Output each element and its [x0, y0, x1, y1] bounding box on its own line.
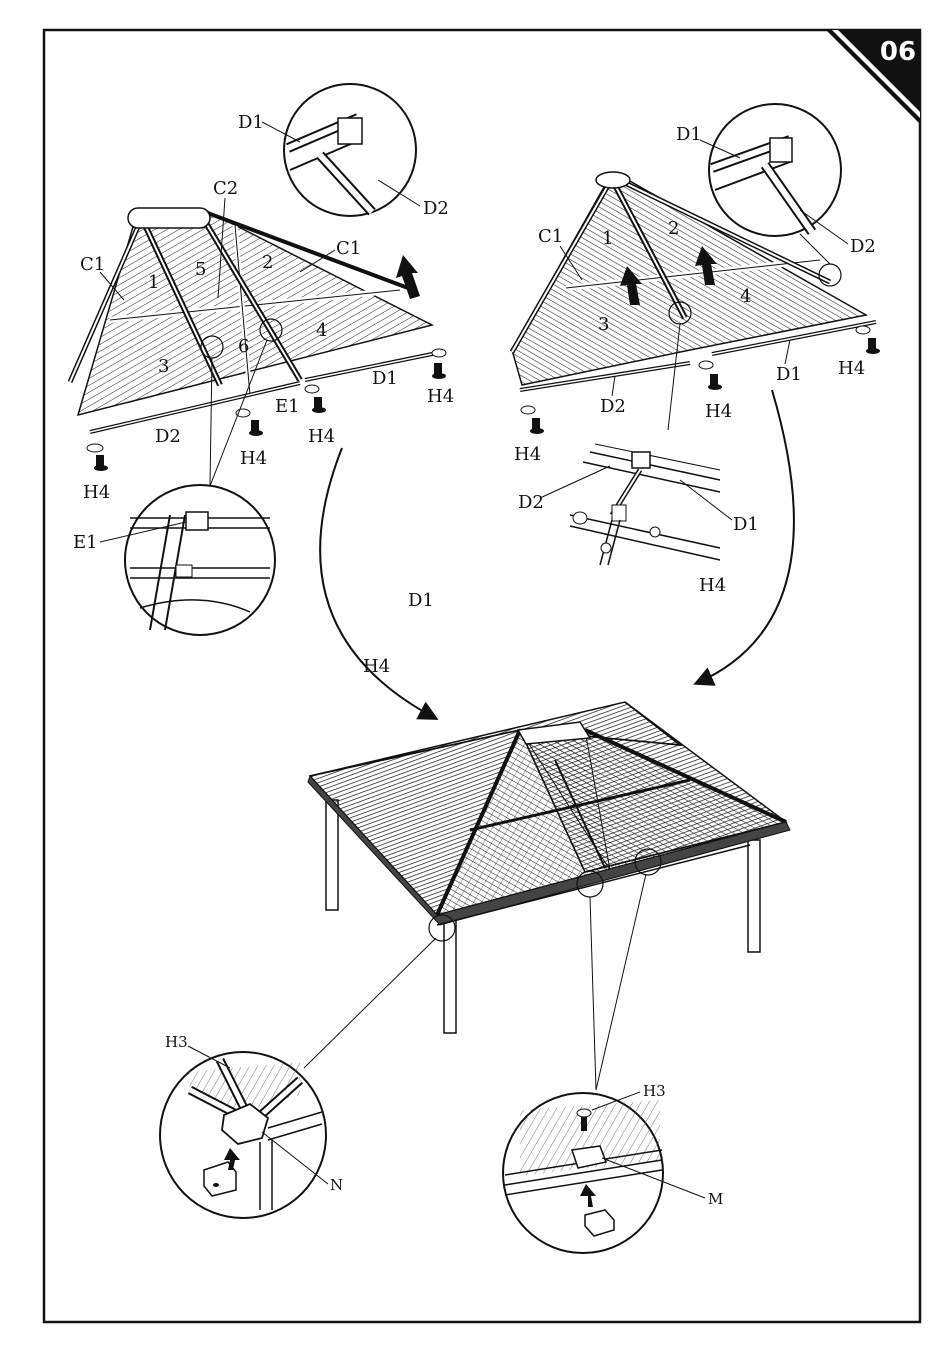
right-joint-detail: [570, 444, 720, 565]
label-c1: C1: [80, 254, 105, 275]
panel-number: 6: [238, 336, 249, 357]
label-c2: C2: [213, 178, 238, 199]
label-h4: H4: [83, 482, 110, 503]
label-d1: D1: [408, 590, 434, 611]
label-d2: D2: [155, 426, 181, 447]
screw-icon: [87, 444, 108, 471]
label-h4: H4: [699, 575, 726, 596]
label-d1: D1: [733, 514, 759, 535]
label-e1: E1: [275, 396, 300, 417]
label-n: N: [330, 1176, 343, 1194]
label-d2: D2: [423, 198, 449, 219]
corner-bracket-detail: [160, 1052, 326, 1218]
left-e1-detail-circle: [125, 485, 275, 635]
screw-icon: [236, 409, 263, 436]
panel-number: 1: [602, 228, 613, 249]
label-m: M: [708, 1190, 723, 1208]
mid-bracket-detail: [503, 1093, 663, 1253]
label-h4: H4: [363, 656, 390, 677]
label-h3: H3: [643, 1082, 666, 1100]
label-e1: E1: [73, 532, 98, 553]
screw-icon: [521, 406, 544, 434]
label-h4: H4: [308, 426, 335, 447]
screw-icon: [432, 349, 446, 379]
left-roof-assembly: 1 2 3 4 5 6: [70, 84, 454, 635]
panel-number: 1: [148, 272, 159, 293]
panel-number: 3: [598, 314, 609, 335]
label-d1: D1: [676, 124, 702, 145]
assembled-gazebo: [308, 702, 790, 1033]
step-number: 06: [880, 37, 916, 67]
label-h3: H3: [165, 1033, 188, 1051]
panel-number: 5: [195, 259, 206, 280]
label-c1: C1: [538, 226, 563, 247]
left-to-final-arrow: [320, 448, 435, 718]
label-c1: C1: [336, 238, 361, 259]
left-top-detail-circle: [284, 84, 416, 216]
label-h4: H4: [240, 448, 267, 469]
screw-icon: [699, 361, 722, 390]
right-to-final-arrow: [697, 390, 794, 683]
panel-number: 4: [316, 320, 327, 341]
panel-number: 2: [262, 252, 273, 273]
right-top-detail-circle: [709, 104, 841, 236]
screw-icon: [305, 385, 326, 413]
label-d1: D1: [238, 112, 264, 133]
panel-number: 2: [668, 218, 679, 239]
panel-number: 3: [158, 356, 169, 377]
screw-icon: [856, 326, 880, 354]
label-h4: H4: [427, 386, 454, 407]
label-h4: H4: [705, 401, 732, 422]
label-h4: H4: [838, 358, 865, 379]
right-roof-assembly: 1 2 3 4: [512, 104, 880, 596]
label-d1: D1: [372, 368, 398, 389]
step-badge: 06: [826, 30, 920, 124]
label-d1: D1: [776, 364, 802, 385]
label-d2: D2: [600, 396, 626, 417]
panel-number: 4: [740, 286, 751, 307]
label-h4: H4: [514, 444, 541, 465]
label-d2: D2: [850, 236, 876, 257]
label-d2: D2: [518, 492, 544, 513]
